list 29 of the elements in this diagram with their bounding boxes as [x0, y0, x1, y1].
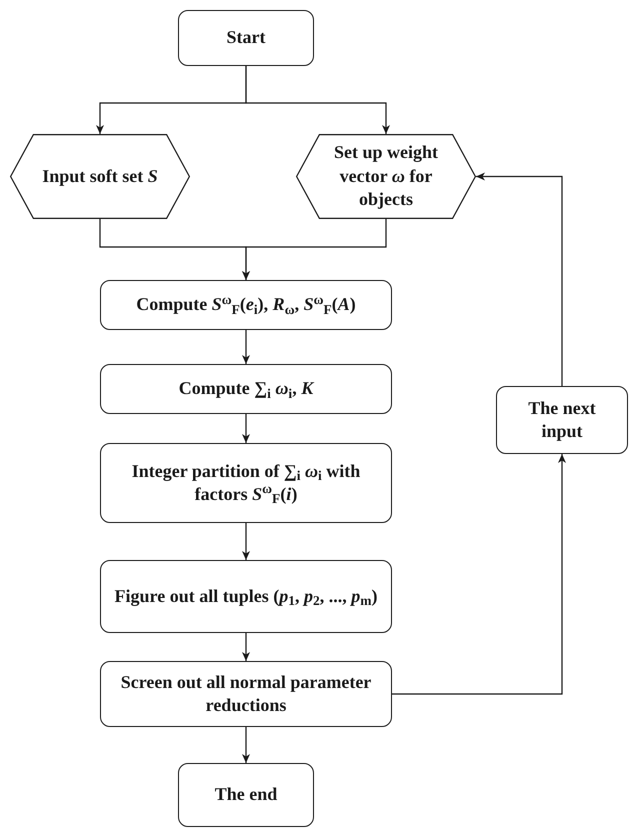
node-text: Start — [226, 26, 266, 50]
process-box — [100, 443, 392, 523]
arrow — [245, 66, 390, 134]
arrow — [242, 633, 250, 661]
node-text: Input soft set S — [41, 164, 159, 188]
node-text: The end — [214, 783, 278, 806]
arrow — [242, 727, 250, 763]
process-box — [100, 661, 392, 727]
node-text: The next input — [527, 396, 597, 443]
node-text: Integer partition of ∑$_{i}$ ω$_{i}$ with factors S$^{ω}$$_{F}$(i) — [130, 460, 362, 506]
arrow — [242, 330, 250, 364]
process-box — [496, 386, 628, 454]
hexagon-box — [296, 134, 476, 219]
hexagon-box — [10, 134, 190, 219]
node-text: Set up weight vector ω for objects — [332, 141, 439, 212]
process-box — [178, 763, 314, 827]
arrow — [392, 454, 566, 695]
process-box — [100, 364, 392, 414]
node-text: Compute ∑$_{i}$ ω$_{i}$, K — [178, 377, 314, 401]
arrow — [242, 523, 250, 560]
process-box — [178, 10, 314, 66]
process-box — [100, 560, 392, 633]
node-text: Compute S$^{ω}$$_{F}$(e$_{i}$), R$_{ω}$, S$^{ω}$$_{F}$(A) — [136, 293, 356, 317]
arrow — [476, 172, 563, 386]
node-text: Figure out all tuples (p$_{1}$, p$_{2}$, ..., p$_{m}$) — [114, 584, 378, 608]
node-text: Screen out all normal parameter reductions — [120, 670, 372, 717]
arrow — [242, 414, 250, 443]
arrow — [242, 219, 387, 280]
process-box — [100, 280, 392, 330]
